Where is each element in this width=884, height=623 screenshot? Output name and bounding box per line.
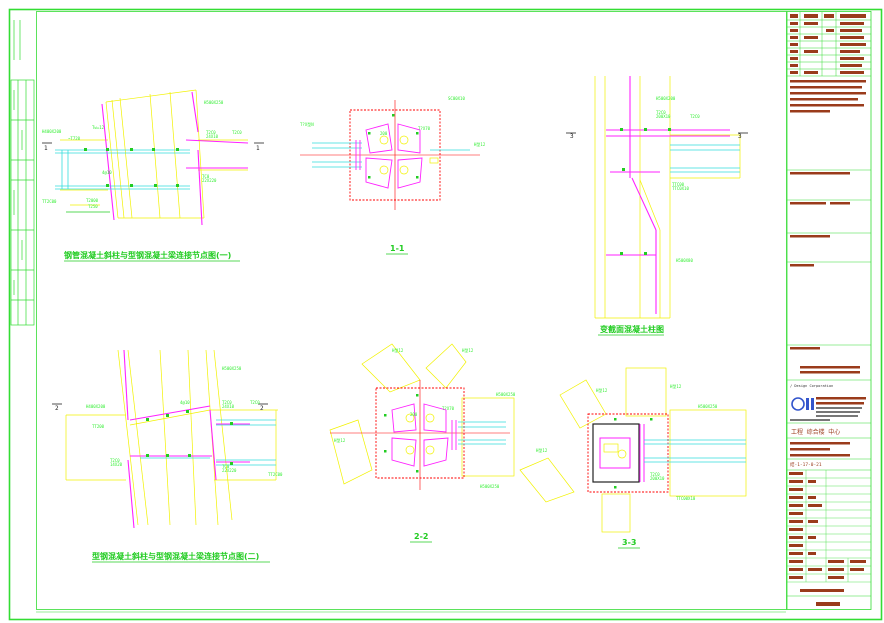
svg-text:24X10: 24X10 (206, 134, 219, 139)
svg-text:22X220: 22X220 (222, 468, 237, 473)
section-2-2-drawing: H型12 H型12 H500X250 T?X70 200 H型12 H500X2… (329, 343, 516, 490)
svg-text:TC0: TC0 (202, 174, 210, 179)
detail-2-drawing: 2 2 H500X250 H400X200 T2C0 24X10 T2C0 4@… (52, 349, 283, 529)
left-binding-strip (10, 20, 35, 326)
svg-text:TT2C00: TT2C00 (268, 472, 283, 477)
outer-frame (8, 8, 883, 621)
section-3-3-drawing: H型12 H型12 H500X250 H型12 T2C0 200X10 TTC0… (519, 367, 747, 533)
section-1-1-drawing: SC00X10 T?X型N T?X70 200 H型12 (300, 96, 486, 210)
svg-text:22X220: 22X220 (202, 178, 217, 183)
svg-text:H型12: H型12 (462, 347, 474, 353)
svg-text:H型12: H型12 (670, 383, 682, 389)
svg-text:TTC00: TTC00 (672, 182, 685, 187)
cut-mark-2-left: 2 (55, 405, 59, 412)
company-line: / Design Corporation (790, 384, 833, 388)
svg-text:24X10: 24X10 (222, 404, 235, 409)
section-1-1-label: 1-1 (390, 244, 405, 253)
svg-text:T250: T250 (88, 204, 98, 209)
svg-text:T2C0: T2C0 (110, 458, 120, 463)
svg-text:TC0: TC0 (222, 464, 230, 469)
column-detail-title: 变截面混凝土柱图 (600, 324, 664, 334)
project-name: 工程 综合楼 中心 (791, 428, 840, 436)
svg-text:T2C0: T2C0 (250, 400, 260, 405)
svg-text:H型12: H型12 (334, 437, 346, 443)
svg-text:H400X200: H400X200 (42, 129, 62, 134)
svg-text:H400X200: H400X200 (86, 404, 106, 409)
svg-text:T2C0: T2C0 (690, 114, 700, 119)
svg-text:T2C0: T2C0 (222, 400, 232, 405)
svg-text:H型12: H型12 (596, 387, 608, 393)
svg-text:H500X250: H500X250 (698, 404, 718, 409)
svg-text:14X20: 14X20 (110, 462, 123, 467)
inner-frame (36, 11, 787, 610)
svg-text:H500X250: H500X250 (496, 392, 516, 397)
section-2-2-label: 2-2 (414, 532, 428, 541)
svg-text:T2C0: T2C0 (650, 472, 660, 477)
svg-text:200X10: 200X10 (656, 114, 671, 119)
svg-text:T?X70: T?X70 (418, 126, 431, 131)
svg-text:TT200: TT200 (92, 424, 105, 429)
svg-text:4@10: 4@10 (102, 170, 112, 175)
svg-text:T2C0: T2C0 (206, 130, 216, 135)
detail-1-drawing: 1 1 H500X250 H400X200 Tw=12 T2C0 24X10 T… (42, 89, 264, 226)
svg-text:TTC00X10: TTC00X10 (676, 496, 696, 501)
svg-text:Tw=12: Tw=12 (92, 125, 105, 130)
svg-text:H型12: H型12 (392, 347, 404, 353)
svg-text:H500X200: H500X200 (656, 96, 676, 101)
column-detail-drawing: 3 3 H500X200 T2C0 200X10 T2C0 TTC00 TTC0… (566, 76, 748, 319)
cut-mark-2-right: 2 (260, 405, 264, 412)
svg-text:SC00X10: SC00X10 (448, 96, 465, 101)
svg-text:T2C0: T2C0 (232, 130, 242, 135)
svg-text:T2C0: T2C0 (656, 110, 666, 115)
detail-2-title: 型钢混凝土斜柱与型钢混凝土梁连接节点图(二) (92, 551, 259, 561)
cut-mark-3-left: 3 (570, 133, 574, 140)
svg-text:200: 200 (380, 131, 388, 136)
title-block: / Design Corporation 工程 综合楼 中心 结-1-17-0-… (786, 11, 872, 610)
svg-text:H500X250: H500X250 (204, 100, 224, 105)
cut-mark-1-left: 1 (44, 145, 48, 152)
svg-text:H型12: H型12 (536, 447, 548, 453)
svg-text:200X10: 200X10 (650, 476, 665, 481)
svg-text:~T720: ~T720 (68, 136, 81, 141)
drawing-number: 结-1-17-0-21 (790, 461, 822, 468)
svg-text:H500X250: H500X250 (480, 484, 500, 489)
cut-mark-1-right: 1 (256, 145, 260, 152)
svg-text:TTC0X10: TTC0X10 (672, 186, 689, 191)
cut-mark-3-right: 3 (738, 133, 742, 140)
svg-text:T?X型N: T?X型N (300, 121, 314, 127)
svg-text:200: 200 (410, 412, 418, 417)
svg-text:TT2C00: TT2C00 (42, 199, 57, 204)
svg-text:4@10: 4@10 (180, 400, 190, 405)
company-logo (790, 397, 866, 421)
svg-text:T?X70: T?X70 (442, 406, 455, 411)
svg-text:H型12: H型12 (474, 141, 486, 147)
detail-1-title: 钢管混凝土斜柱与型钢混凝土梁连接节点图(一) (64, 250, 231, 260)
svg-text:H500X80: H500X80 (676, 258, 693, 263)
svg-text:H500X250: H500X250 (222, 366, 242, 371)
svg-text:T2000: T2000 (86, 198, 99, 203)
section-3-3-label: 3-3 (622, 538, 636, 547)
